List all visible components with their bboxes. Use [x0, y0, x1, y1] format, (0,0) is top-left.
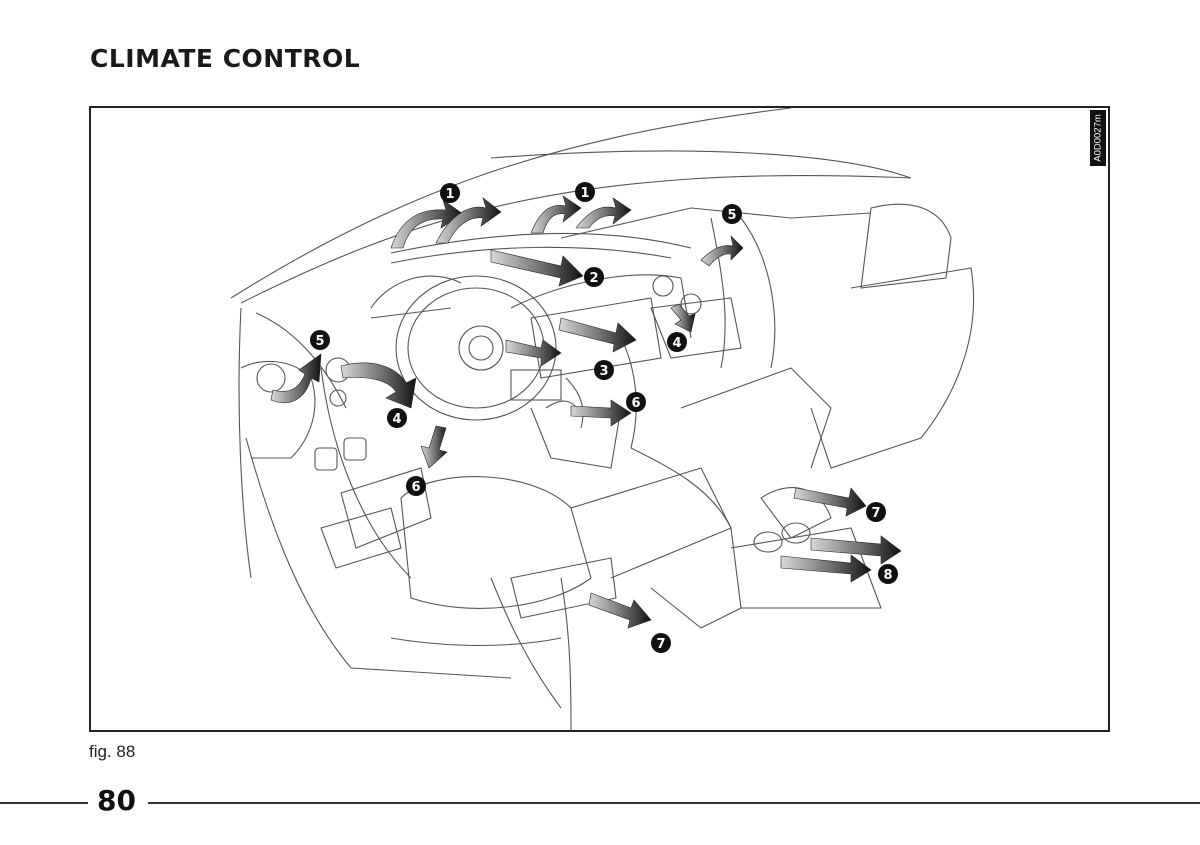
figure-caption: fig. 88	[89, 742, 136, 761]
svg-text:5: 5	[727, 208, 736, 223]
callout-4-right: 4	[667, 332, 687, 352]
svg-text:1: 1	[580, 186, 589, 201]
svg-text:8: 8	[883, 568, 892, 583]
callout-7-right: 7	[866, 502, 886, 522]
callout-5-right: 5	[722, 204, 742, 224]
svg-text:4: 4	[672, 336, 681, 351]
callout-5-left: 5	[310, 330, 330, 350]
svg-text:5: 5	[315, 334, 324, 349]
callout-6-right: 6	[626, 392, 646, 412]
svg-text:4: 4	[392, 412, 401, 427]
svg-text:3: 3	[599, 364, 608, 379]
page-title: CLIMATE CONTROL	[90, 44, 361, 73]
page-number: 80	[97, 784, 136, 817]
callout-2: 2	[584, 267, 604, 287]
figure-code-tag: A0D0027m	[1090, 110, 1106, 166]
cabin-line-drawing	[230, 108, 975, 730]
climate-control-figure: 1 1 2 3 4 4 5 5 6 6 7 7 8 A0D0027m	[89, 106, 1110, 732]
callout-8: 8	[878, 564, 898, 584]
svg-text:6: 6	[631, 396, 640, 411]
svg-text:7: 7	[656, 637, 665, 652]
callout-markers: 1 1 2 3 4 4 5 5 6 6 7 7 8	[310, 182, 898, 653]
svg-text:6: 6	[411, 480, 420, 495]
airflow-arrows	[270, 195, 902, 629]
svg-text:7: 7	[871, 506, 880, 521]
footer-rule-left	[0, 802, 88, 804]
figure-code: A0D0027m	[1092, 114, 1104, 162]
svg-text:1: 1	[445, 187, 454, 202]
car-interior-illustration: 1 1 2 3 4 4 5 5 6 6 7 7 8	[230, 108, 975, 730]
callout-4-left: 4	[387, 408, 407, 428]
callout-1-right: 1	[575, 182, 595, 202]
callout-3: 3	[594, 360, 614, 380]
callout-7-bottom: 7	[651, 633, 671, 653]
callout-1-left: 1	[440, 183, 460, 203]
svg-text:2: 2	[589, 271, 598, 286]
footer-rule-right	[148, 802, 1200, 804]
callout-6-left: 6	[406, 476, 426, 496]
